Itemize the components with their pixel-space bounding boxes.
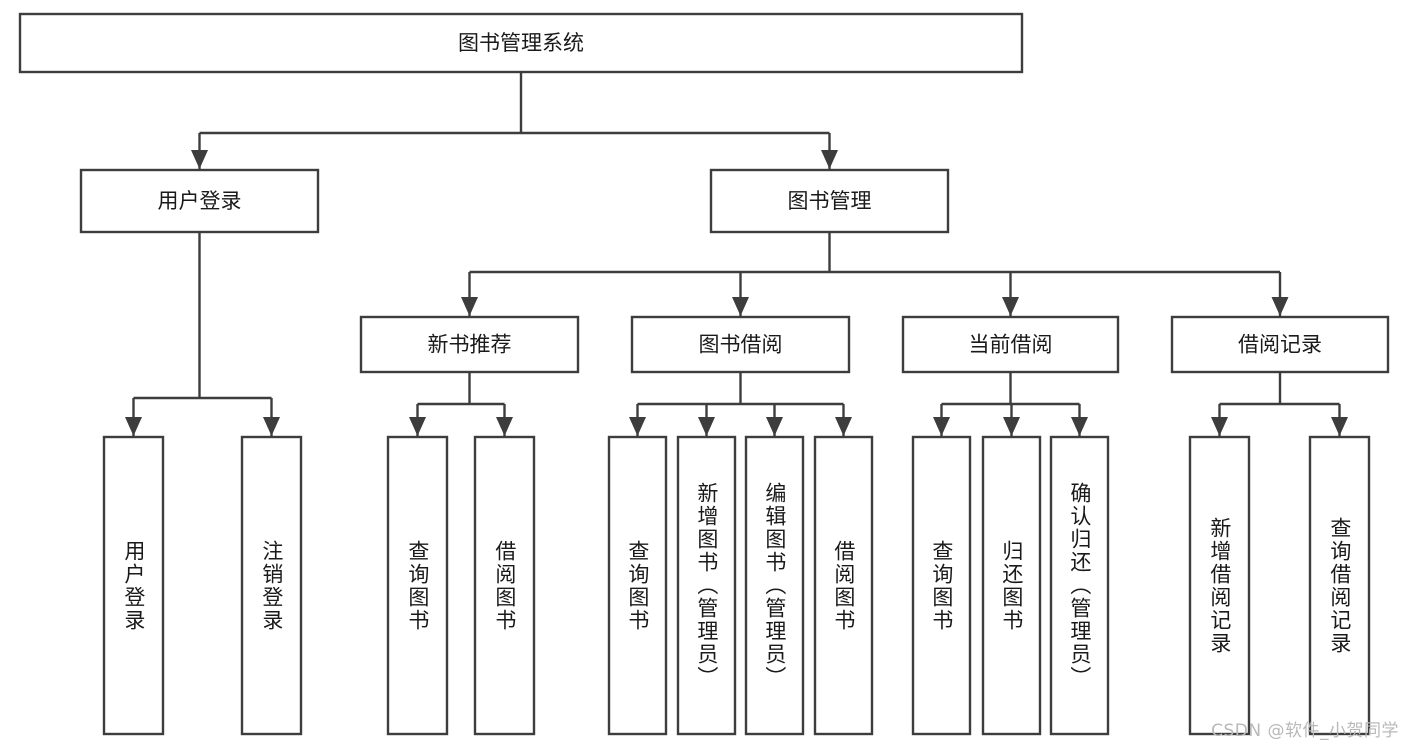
arrow-head-icon	[1002, 297, 1019, 316]
arrow-head-icon	[1271, 297, 1289, 316]
arrow-head-icon	[1331, 417, 1348, 436]
node-box[interactable]	[102, 435, 165, 736]
arrow-head-icon	[461, 297, 478, 316]
node-label: 图书管理	[788, 189, 872, 213]
node-user-login[interactable]: 用户登录	[79, 168, 320, 234]
node-nbr-borrow-book[interactable]	[473, 435, 536, 736]
node-box[interactable]	[911, 435, 972, 736]
node-label: 用户登录	[158, 189, 242, 213]
node-box[interactable]	[1049, 435, 1110, 736]
node-user-logout[interactable]	[240, 435, 303, 736]
node-box[interactable]	[79, 168, 320, 234]
node-cb-return-book[interactable]	[981, 435, 1042, 736]
node-box[interactable]	[676, 435, 737, 736]
node-box[interactable]	[359, 315, 580, 374]
node-br-query-record[interactable]	[1308, 435, 1371, 736]
node-nbr-query-book[interactable]	[386, 435, 449, 736]
node-current-borrow[interactable]: 当前借阅	[901, 315, 1120, 374]
connectors-layer	[125, 72, 1348, 436]
node-borrow-records[interactable]: 借阅记录	[1170, 315, 1390, 374]
node-label: 借阅记录	[1238, 333, 1322, 357]
arrow-head-icon	[933, 417, 950, 436]
node-root[interactable]: 图书管理系统	[18, 12, 1024, 74]
node-user-login-do[interactable]	[102, 435, 165, 736]
arrow-head-icon	[766, 417, 783, 436]
node-box[interactable]	[709, 168, 950, 234]
node-bb-borrow-book[interactable]	[813, 435, 874, 736]
node-book-borrow[interactable]: 图书借阅	[630, 315, 851, 374]
arrow-head-icon	[191, 150, 208, 169]
node-label: 图书借阅	[699, 333, 783, 357]
arrow-head-icon	[821, 150, 838, 169]
node-box[interactable]	[744, 435, 805, 736]
node-box[interactable]	[630, 315, 851, 374]
node-label: 图书管理系统	[458, 31, 584, 55]
node-box[interactable]	[18, 12, 1024, 74]
node-label: 当前借阅	[969, 333, 1053, 357]
node-box[interactable]	[981, 435, 1042, 736]
node-box[interactable]	[1188, 435, 1251, 736]
node-new-book-rec[interactable]: 新书推荐	[359, 315, 580, 374]
csdn-watermark: CSDN @软件_小贺同学	[1211, 721, 1399, 741]
node-box[interactable]	[901, 315, 1120, 374]
node-bb-query-book[interactable]	[607, 435, 668, 736]
arrow-head-icon	[732, 297, 749, 316]
node-box[interactable]	[473, 435, 536, 736]
arrow-head-icon	[496, 417, 513, 436]
node-box[interactable]	[813, 435, 874, 736]
arrow-head-icon	[698, 417, 715, 436]
node-box[interactable]	[607, 435, 668, 736]
arrow-head-icon	[835, 417, 852, 436]
node-cb-confirm-return[interactable]	[1049, 435, 1110, 736]
arrow-head-icon	[629, 417, 646, 436]
node-box[interactable]	[240, 435, 303, 736]
node-cb-query-book[interactable]	[911, 435, 972, 736]
node-bb-add-book[interactable]	[676, 435, 737, 736]
arrow-head-icon	[125, 417, 142, 436]
node-box[interactable]	[1170, 315, 1390, 374]
arrow-head-icon	[1211, 417, 1228, 436]
node-br-add-record[interactable]	[1188, 435, 1251, 736]
arrow-head-icon	[1071, 417, 1088, 436]
node-box[interactable]	[386, 435, 449, 736]
node-label: 新书推荐	[428, 333, 512, 357]
node-box[interactable]	[1308, 435, 1371, 736]
arrow-head-icon	[1003, 417, 1020, 436]
node-bb-edit-book[interactable]	[744, 435, 805, 736]
arrow-head-icon	[409, 417, 426, 436]
node-book-manage[interactable]: 图书管理	[709, 168, 950, 234]
arrow-head-icon	[263, 417, 280, 436]
